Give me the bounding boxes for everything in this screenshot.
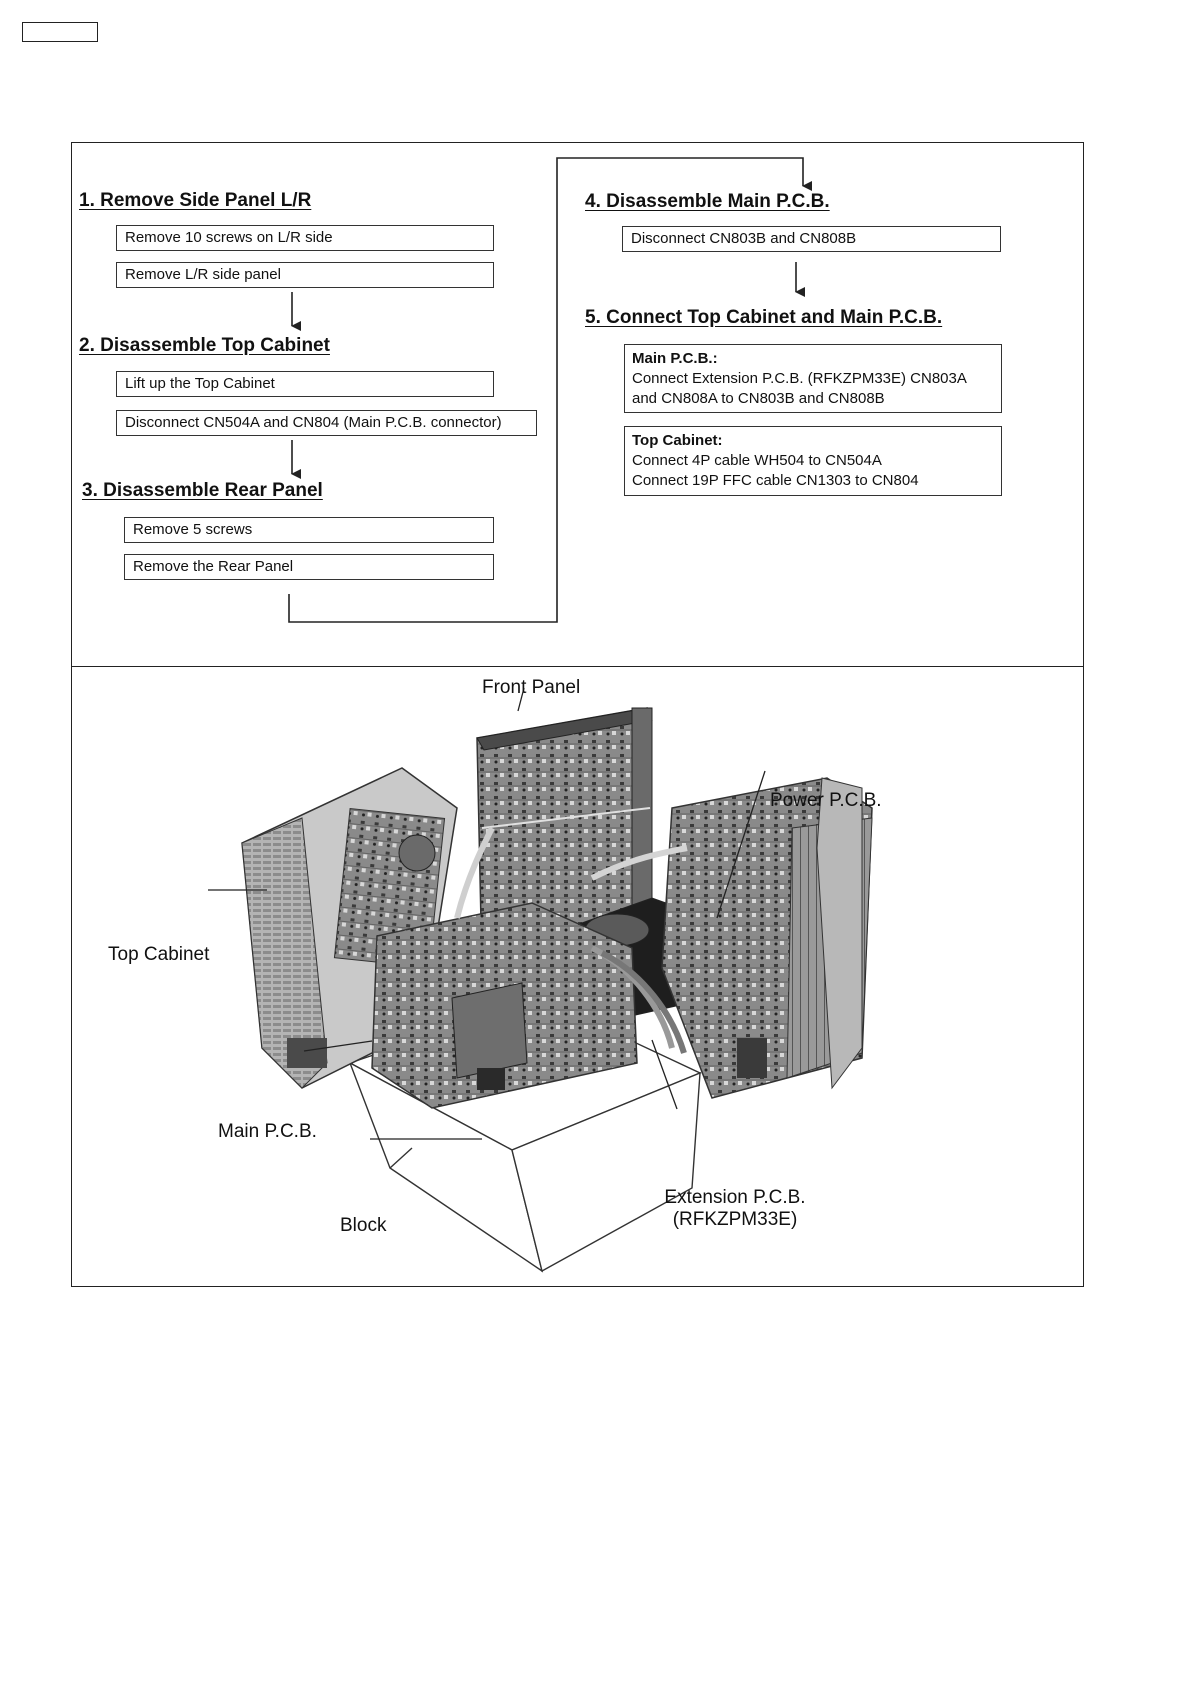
label-front-panel: Front Panel	[482, 677, 581, 698]
step-4-heading: 4. Disassemble Main P.C.B.	[585, 191, 830, 212]
top-cabinet-title: Top Cabinet:	[632, 432, 723, 449]
power-pcb-shape	[661, 777, 873, 1099]
label-extension-pcb: Extension P.C.B. (RFKZPM33E)	[660, 1187, 810, 1231]
step-1-item-2: Remove L/R side panel	[116, 262, 494, 288]
step-1-item-1: Remove 10 screws on L/R side	[116, 225, 494, 251]
step-1-heading: 1. Remove Side Panel L/R	[79, 190, 312, 211]
step-3-item-2: Remove the Rear Panel	[124, 554, 494, 580]
label-top-cabinet: Top Cabinet	[108, 944, 210, 965]
label-extension-pcb-name: Extension P.C.B.	[664, 1187, 806, 1208]
main-pcb-line-1: Connect Extension P.C.B. (RFKZPM33E) CN8…	[632, 370, 967, 387]
ribbon-cables	[454, 826, 688, 1054]
step-2-item-1: Lift up the Top Cabinet	[116, 371, 494, 397]
step-2-item-2: Disconnect CN504A and CN804 (Main P.C.B.…	[116, 410, 537, 436]
step-5-main-pcb-box: Main P.C.B.: Connect Extension P.C.B. (R…	[624, 344, 1002, 413]
main-pcb-shape	[371, 902, 638, 1109]
label-main-pcb: Main P.C.B.	[218, 1121, 317, 1142]
step-5-heading: 5. Connect Top Cabinet and Main P.C.B.	[585, 307, 943, 328]
top-cabinet-line-1: Connect 4P cable WH504 to CN504A	[632, 452, 882, 469]
step-4-item-1: Disconnect CN803B and CN808B	[622, 226, 1001, 252]
label-block: Block	[340, 1215, 387, 1236]
label-power-pcb: Power P.C.B.	[770, 790, 882, 811]
disassembly-illustration	[208, 687, 873, 1273]
step-5-top-cabinet-box: Top Cabinet: Connect 4P cable WH504 to C…	[624, 426, 1002, 496]
main-pcb-title: Main P.C.B.:	[632, 350, 718, 367]
top-cabinet-line-2: Connect 19P FFC cable CN1303 to CN804	[632, 472, 919, 489]
leader-lines	[208, 687, 766, 1140]
connector-step-3-to-4	[288, 157, 812, 623]
step-2-heading: 2. Disassemble Top Cabinet	[79, 335, 330, 356]
step-3-item-1: Remove 5 screws	[124, 517, 494, 543]
content-frame	[71, 142, 1084, 1287]
corner-tab	[22, 22, 98, 42]
section-divider	[71, 666, 1084, 667]
label-extension-pcb-code: (RFKZPM33E)	[672, 1209, 798, 1230]
main-pcb-line-2: and CN808A to CN803B and CN808B	[632, 390, 885, 407]
step-3-heading: 3. Disassemble Rear Panel	[82, 480, 323, 501]
